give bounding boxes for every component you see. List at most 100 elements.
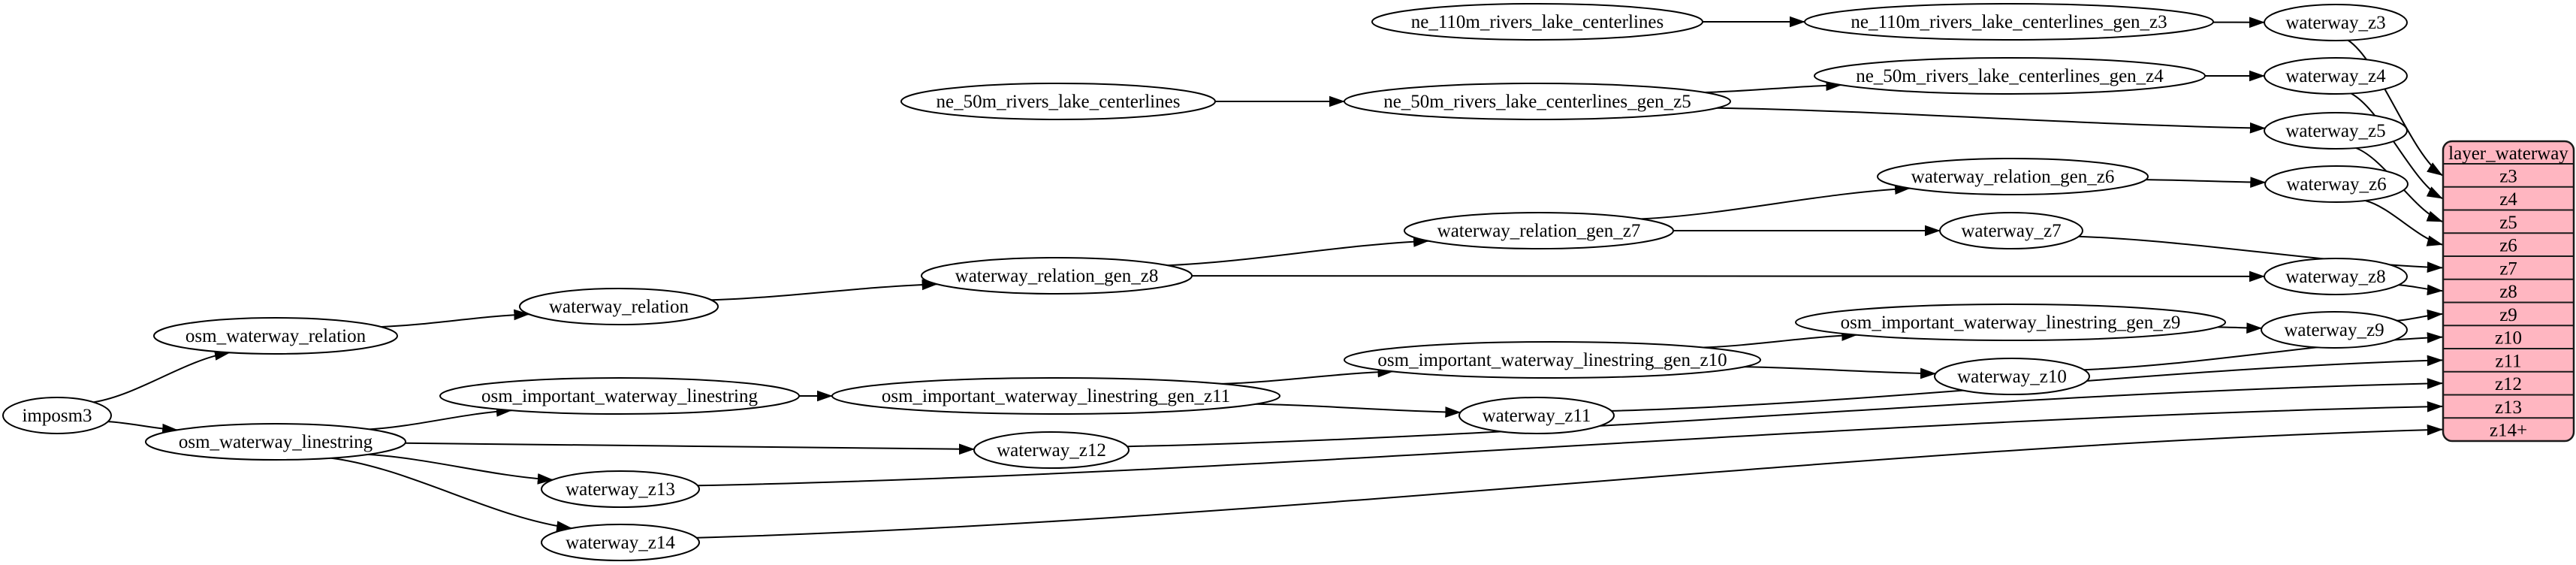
edge-osm_waterway_linestring-to-waterway_z14 — [331, 457, 573, 532]
node-ellipse-ne_110m_rivers_lake_centerlines — [1371, 3, 1703, 41]
node-ellipse-osm_important_waterway_linestring_gen_z10 — [1344, 341, 1761, 379]
node-waterway_z8: waterway_z8 — [2264, 258, 2408, 295]
node-label-ne_110m_rivers_lake_centerlines: ne_110m_rivers_lake_centerlines — [1411, 12, 1664, 32]
node-label-osm_important_waterway_linestring_gen_z10: osm_important_waterway_linestring_gen_z1… — [1377, 350, 1727, 370]
node-osm_waterway_relation: osm_waterway_relation — [153, 317, 398, 355]
node-osm_important_waterway_linestring: osm_important_waterway_linestring — [439, 377, 800, 415]
node-ellipse-waterway_z7 — [1939, 212, 2083, 249]
node-label-waterway_relation_gen_z8: waterway_relation_gen_z8 — [955, 266, 1159, 286]
node-label-waterway_relation_gen_z6: waterway_relation_gen_z6 — [1911, 167, 2115, 187]
edge-waterway_z4-to-layer_waterway-z4 — [2350, 92, 2443, 199]
node-osm_important_waterway_linestring_gen_z10: osm_important_waterway_linestring_gen_z1… — [1344, 341, 1761, 379]
node-ellipse-osm_important_waterway_linestring_gen_z11 — [831, 377, 1280, 415]
edge-waterway_relation_gen_z7-to-waterway_relation_gen_z6 — [1641, 183, 1911, 220]
edge-waterway_z13-to-layer_waterway-z13 — [697, 400, 2443, 487]
node-label-osm_waterway_linestring: osm_waterway_linestring — [179, 432, 373, 452]
node-label-waterway_z14: waterway_z14 — [566, 533, 675, 553]
node-waterway_z5: waterway_z5 — [2264, 112, 2408, 150]
node-ellipse-waterway_z5 — [2264, 112, 2408, 150]
node-label-osm_important_waterway_linestring_gen_z11: osm_important_waterway_linestring_gen_z1… — [882, 386, 1230, 406]
node-ellipse-waterway_z10 — [1934, 358, 2090, 395]
node-waterway_z7: waterway_z7 — [1939, 212, 2083, 249]
node-label-ne_50m_rivers_lake_centerlines: ne_50m_rivers_lake_centerlines — [937, 92, 1181, 112]
node-label-waterway_relation: waterway_relation — [549, 297, 689, 317]
node-label-waterway_z5: waterway_z5 — [2285, 121, 2385, 141]
edge-waterway_z7-to-layer_waterway-z7 — [2078, 235, 2443, 273]
edge-waterway_z12-to-layer_waterway-z12 — [1127, 378, 2443, 448]
edge-osm_waterway_linestring-to-osm_important_waterway_linestring — [369, 406, 512, 431]
node-label-waterway_z11: waterway_z11 — [1483, 406, 1591, 426]
edge-waterway_relation_gen_z8-to-waterway_relation_gen_z7 — [1167, 236, 1430, 267]
node-ellipse-waterway_relation_gen_z8 — [921, 257, 1193, 295]
record-row-z14+: z14+ — [2490, 421, 2527, 441]
node-ellipse-osm_important_waterway_linestring — [439, 377, 800, 415]
edge-ne_50m_rivers_lake_centerlines_gen_z5-to-ne_50m_rivers_lake_centerlines_gen_z4 — [1704, 80, 1842, 93]
node-label-waterway_z8: waterway_z8 — [2285, 267, 2385, 287]
node-ellipse-ne_50m_rivers_lake_centerlines — [900, 83, 1216, 120]
node-osm_important_waterway_linestring_gen_z11: osm_important_waterway_linestring_gen_z1… — [831, 377, 1280, 415]
node-ne_50m_rivers_lake_centerlines_gen_z4: ne_50m_rivers_lake_centerlines_gen_z4 — [1814, 57, 2206, 95]
node-waterway_z10: waterway_z10 — [1934, 358, 2090, 395]
record-row-z7: z7 — [2499, 258, 2517, 279]
record-row-z8: z8 — [2499, 282, 2517, 302]
node-label-imposm3: imposm3 — [22, 406, 92, 426]
record-row-z12: z12 — [2495, 374, 2522, 394]
node-imposm3: imposm3 — [2, 397, 112, 434]
record-row-z11: z11 — [2495, 351, 2521, 371]
node-ellipse-waterway_z4 — [2264, 57, 2408, 95]
node-ne_50m_rivers_lake_centerlines_gen_z5: ne_50m_rivers_lake_centerlines_gen_z5 — [1344, 83, 1731, 120]
edge-osm_important_waterway_linestring_gen_z11-to-osm_important_waterway_linestring_gen_z10 — [1222, 366, 1394, 385]
node-label-waterway_z6: waterway_z6 — [2286, 174, 2386, 195]
node-ne_50m_rivers_lake_centerlines: ne_50m_rivers_lake_centerlines — [900, 83, 1216, 120]
node-label-waterway_z13: waterway_z13 — [566, 479, 675, 500]
node-waterway_relation: waterway_relation — [519, 288, 719, 325]
edge-osm_waterway_linestring-to-waterway_z13 — [367, 453, 554, 485]
node-ellipse-waterway_z11 — [1458, 397, 1615, 434]
node-ellipse-waterway_z13 — [541, 470, 700, 508]
record-row-z4: z4 — [2499, 189, 2517, 210]
node-ne_110m_rivers_lake_centerlines: ne_110m_rivers_lake_centerlines — [1371, 3, 1703, 41]
node-waterway_z14: waterway_z14 — [541, 524, 700, 561]
record-layer_waterway: layer_waterwayz3z4z5z6z7z8z9z10z11z12z13… — [2442, 140, 2575, 443]
node-ellipse-osm_waterway_linestring — [145, 423, 406, 461]
node-label-waterway_z12: waterway_z12 — [997, 440, 1106, 461]
node-ellipse-osm_waterway_relation — [153, 317, 398, 355]
node-waterway_z9: waterway_z9 — [2261, 311, 2408, 349]
record-header-label: layer_waterway — [2448, 144, 2568, 164]
nodes-layer: imposm3 osm_waterway_relation osm_waterway… — [2, 3, 2409, 561]
node-label-waterway_relation_gen_z7: waterway_relation_gen_z7 — [1437, 221, 1641, 241]
node-ellipse-ne_110m_rivers_lake_centerlines_gen_z3 — [1804, 3, 2214, 41]
node-label-waterway_z10: waterway_z10 — [1957, 367, 2067, 387]
node-ellipse-ne_50m_rivers_lake_centerlines_gen_z5 — [1344, 83, 1731, 120]
edge-osm_waterway_linestring-to-waterway_z12 — [405, 442, 975, 455]
record-row-z3: z3 — [2499, 166, 2517, 186]
node-ne_110m_rivers_lake_centerlines_gen_z3: ne_110m_rivers_lake_centerlines_gen_z3 — [1804, 3, 2214, 41]
node-waterway_z4: waterway_z4 — [2264, 57, 2408, 95]
edges-layer — [93, 16, 2443, 539]
edge-imposm3-to-osm_waterway_relation — [93, 349, 231, 403]
edge-osm_waterway_relation-to-waterway_relation — [381, 309, 530, 328]
node-ellipse-imposm3 — [2, 397, 112, 434]
edge-osm_important_waterway_linestring_gen_z9-to-waterway_z9 — [2217, 322, 2263, 334]
node-osm_important_waterway_linestring_gen_z9: osm_important_waterway_linestring_gen_z9 — [1795, 304, 2226, 341]
node-waterway_relation_gen_z6: waterway_relation_gen_z6 — [1877, 158, 2149, 195]
edge-osm_important_waterway_linestring_gen_z11-to-waterway_z11 — [1256, 403, 1461, 418]
edge-waterway_z8-to-layer_waterway-z8 — [2398, 284, 2443, 296]
edge-waterway_z14-to-layer_waterway-z14+ — [696, 424, 2443, 539]
node-waterway_z12: waterway_z12 — [973, 431, 1130, 469]
node-ellipse-waterway_relation — [519, 288, 719, 325]
edge-waterway_relation_gen_z6-to-waterway_z6 — [2146, 177, 2267, 188]
node-ellipse-waterway_z3 — [2264, 4, 2408, 41]
node-ellipse-waterway_relation_gen_z6 — [1877, 158, 2149, 195]
node-label-ne_110m_rivers_lake_centerlines_gen_z3: ne_110m_rivers_lake_centerlines_gen_z3 — [1851, 12, 2167, 32]
record-row-z13: z13 — [2495, 397, 2522, 418]
node-label-ne_50m_rivers_lake_centerlines_gen_z5: ne_50m_rivers_lake_centerlines_gen_z5 — [1383, 92, 1691, 112]
edge-waterway_relation-to-waterway_relation_gen_z8 — [711, 279, 938, 301]
node-label-osm_waterway_relation: osm_waterway_relation — [186, 326, 366, 346]
edge-waterway_z3-to-layer_waterway-z3 — [2347, 39, 2443, 177]
record-row-z9: z9 — [2499, 305, 2517, 325]
node-label-waterway_z4: waterway_z4 — [2285, 66, 2386, 86]
edge-waterway_z9-to-layer_waterway-z9 — [2397, 309, 2443, 322]
